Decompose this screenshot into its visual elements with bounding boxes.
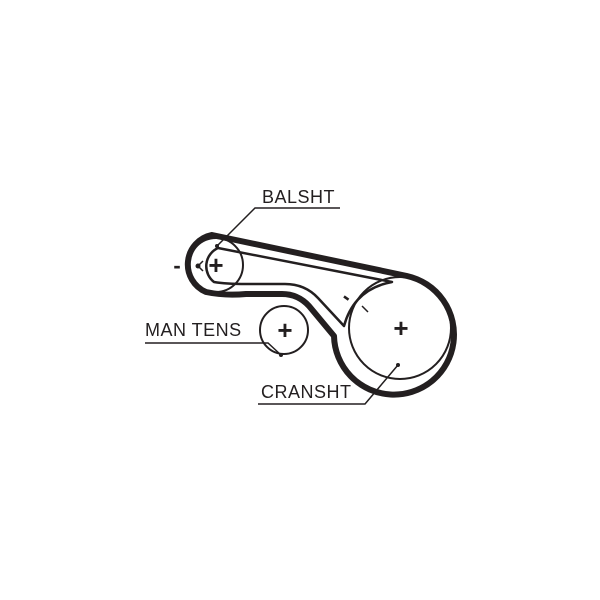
balance-shaft-leader-dot	[215, 244, 219, 248]
manual-tensioner-label: MAN TENS	[145, 320, 242, 340]
timing-belt-inner-edge	[205, 246, 394, 328]
manual-tensioner-pulley	[259, 305, 309, 355]
crankshaft-leader-dot	[396, 363, 400, 367]
balance-shaft-minus-sign: -	[173, 253, 180, 278]
balance-shaft-plus-icon: +	[208, 250, 223, 280]
manual-tensioner-leader-dot	[279, 353, 283, 357]
crankshaft-pulley	[348, 276, 452, 380]
manual-tensioner-plus-icon: +	[277, 315, 292, 345]
crankshaft-leader-line	[258, 364, 399, 405]
balance-shaft-pulley	[188, 237, 244, 293]
timing-belt-outer-edge	[184, 232, 457, 398]
crankshaft-label: CRANSHT	[261, 382, 352, 402]
balance-shaft-leader-line	[216, 207, 340, 247]
balance-shaft-timing-arrow	[196, 260, 204, 272]
crankshaft-plus-icon: +	[393, 313, 408, 343]
manual-tensioner-leader-line	[145, 342, 282, 356]
balance-shaft-label: BALSHT	[262, 187, 335, 207]
crankshaft-timing-mark	[361, 305, 369, 313]
